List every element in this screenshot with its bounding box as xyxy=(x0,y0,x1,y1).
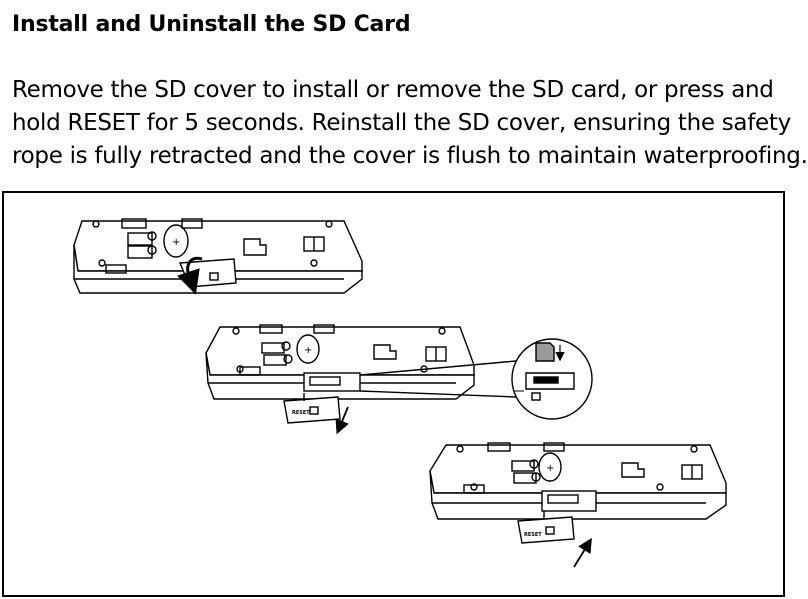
device-illustration-1: + xyxy=(73,218,363,295)
reset-label-2: RESET xyxy=(292,410,310,416)
instruction-line-3: rope is fully retracted and the cover is… xyxy=(12,143,808,169)
svg-text:+: + xyxy=(304,345,312,356)
instruction-line-1: Remove the SD cover to install or remove… xyxy=(12,77,774,103)
instruction-line-2: hold RESET for 5 seconds. Reinstall the … xyxy=(12,110,791,136)
magnifier-callout xyxy=(511,338,593,420)
device-illustration-3: + RESET xyxy=(429,442,727,568)
sd-card-illustration: + xyxy=(73,218,727,568)
svg-text:+: + xyxy=(546,463,554,474)
sd-card-icon xyxy=(535,342,565,362)
illustration-frame: + xyxy=(2,191,785,597)
instruction-paragraph: Remove the SD cover to install or remove… xyxy=(12,74,808,173)
device-illustration-2: + RESET xyxy=(205,324,517,435)
page-title: Install and Uninstall the SD Card xyxy=(12,12,411,37)
svg-text:+: + xyxy=(172,237,180,248)
reset-label-3: RESET xyxy=(524,532,542,538)
